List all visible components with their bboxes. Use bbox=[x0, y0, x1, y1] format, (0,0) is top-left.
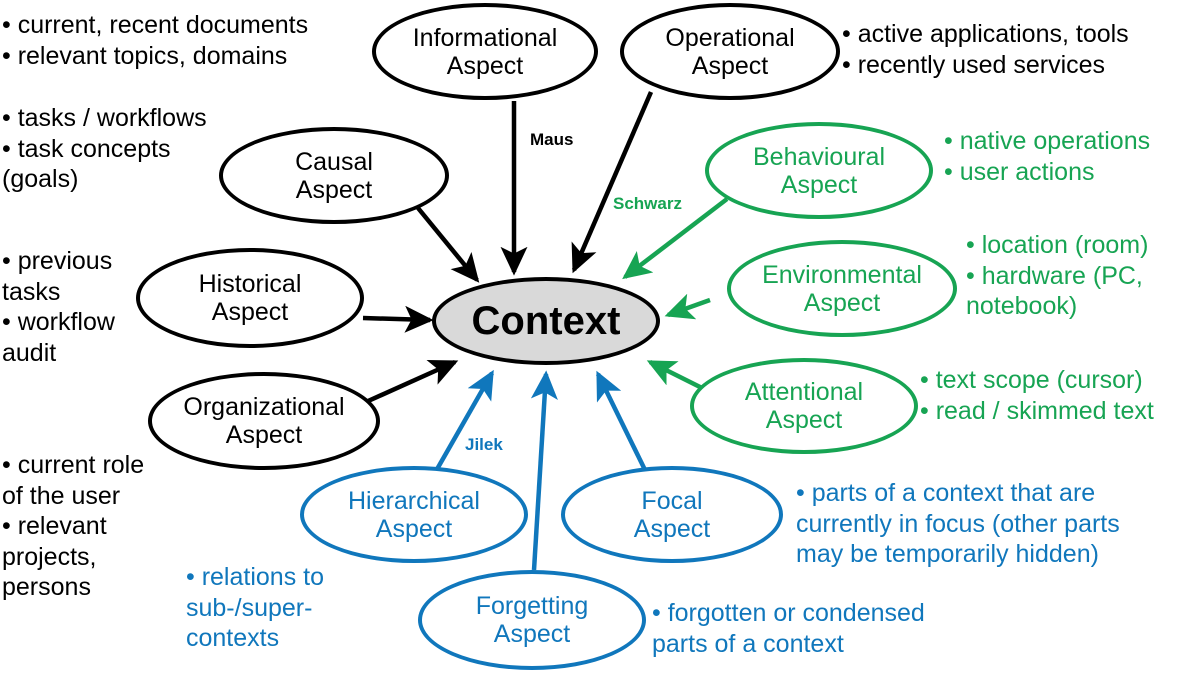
note-focal-aspect: • parts of a context that are currently … bbox=[796, 479, 1120, 568]
note-attentional-aspect: • text scope (cursor) • read / skimmed t… bbox=[920, 366, 1154, 425]
node-attentional-aspect-line2: Aspect bbox=[765, 406, 843, 434]
node-historical-aspect-line2: Aspect bbox=[211, 298, 289, 326]
node-forgetting-aspect[interactable]: Forgetting Aspect bbox=[418, 570, 646, 670]
node-causal-aspect[interactable]: Causal Aspect bbox=[219, 127, 449, 224]
node-attentional-aspect[interactable]: Attentional Aspect bbox=[690, 358, 918, 454]
node-operational-aspect-line2: Aspect bbox=[691, 51, 769, 80]
node-causal-aspect-line1: Causal bbox=[295, 147, 373, 176]
edge-label-maus: Maus bbox=[530, 130, 574, 149]
node-operational-aspect-line1: Operational bbox=[665, 23, 795, 52]
node-historical-aspect[interactable]: Historical Aspect bbox=[136, 248, 364, 348]
edge-label-schwarz: Schwarz bbox=[613, 194, 682, 213]
node-hierarchical-aspect-line1: Hierarchical bbox=[348, 486, 480, 515]
note-historical-aspect: • previous tasks • workflow audit bbox=[2, 247, 115, 367]
node-attentional-aspect-line1: Attentional bbox=[744, 378, 864, 406]
node-causal-aspect-line2: Aspect bbox=[295, 175, 373, 204]
node-behavioural-aspect-line2: Aspect bbox=[780, 170, 858, 199]
node-forgetting-aspect-line2: Aspect bbox=[493, 620, 571, 648]
node-focal-aspect-line1: Focal bbox=[641, 486, 703, 515]
node-organizational-aspect-line1: Organizational bbox=[183, 393, 345, 421]
node-context[interactable]: Context bbox=[432, 277, 660, 365]
node-hierarchical-aspect-line2: Aspect bbox=[375, 514, 453, 543]
note-informational-aspect: • current, recent documents • relevant t… bbox=[2, 11, 309, 70]
note-forgetting-aspect: • forgotten or condensed parts of a cont… bbox=[652, 599, 925, 658]
node-organizational-aspect-line2: Aspect bbox=[225, 421, 303, 449]
note-environmental-aspect: • location (room) • hardware (PC, notebo… bbox=[966, 231, 1149, 320]
note-causal-aspect: • tasks / workflows • task concepts (goa… bbox=[2, 104, 207, 193]
node-historical-aspect-line1: Historical bbox=[198, 270, 302, 298]
node-focal-aspect-line2: Aspect bbox=[633, 514, 711, 543]
node-focal-aspect[interactable]: Focal Aspect bbox=[561, 466, 783, 563]
node-organizational-aspect[interactable]: Organizational Aspect bbox=[148, 372, 380, 470]
edge-label-jilek: Jilek bbox=[465, 435, 503, 454]
node-hierarchical-aspect[interactable]: Hierarchical Aspect bbox=[300, 466, 528, 563]
node-informational-aspect-line1: Informational bbox=[412, 23, 558, 52]
note-operational-aspect: • active applications, tools • recently … bbox=[842, 20, 1129, 79]
node-behavioural-aspect-line1: Behavioural bbox=[752, 142, 886, 171]
node-informational-aspect-line2: Aspect bbox=[446, 51, 524, 80]
node-informational-aspect[interactable]: Informational Aspect bbox=[372, 3, 598, 100]
node-environmental-aspect-line2: Aspect bbox=[803, 288, 881, 317]
node-operational-aspect[interactable]: Operational Aspect bbox=[620, 3, 840, 100]
note-hierarchical-aspect: • relations to sub-/super- contexts bbox=[186, 563, 324, 652]
node-context-label: Context bbox=[471, 298, 621, 343]
node-environmental-aspect[interactable]: Environmental Aspect bbox=[727, 240, 957, 337]
note-organizational-aspect: • current role of the user • relevant pr… bbox=[2, 451, 145, 601]
note-behavioural-aspect: • native operations • user actions bbox=[944, 127, 1151, 186]
node-environmental-aspect-line1: Environmental bbox=[762, 260, 922, 289]
node-forgetting-aspect-line1: Forgetting bbox=[475, 592, 589, 620]
node-behavioural-aspect[interactable]: Behavioural Aspect bbox=[705, 122, 933, 219]
